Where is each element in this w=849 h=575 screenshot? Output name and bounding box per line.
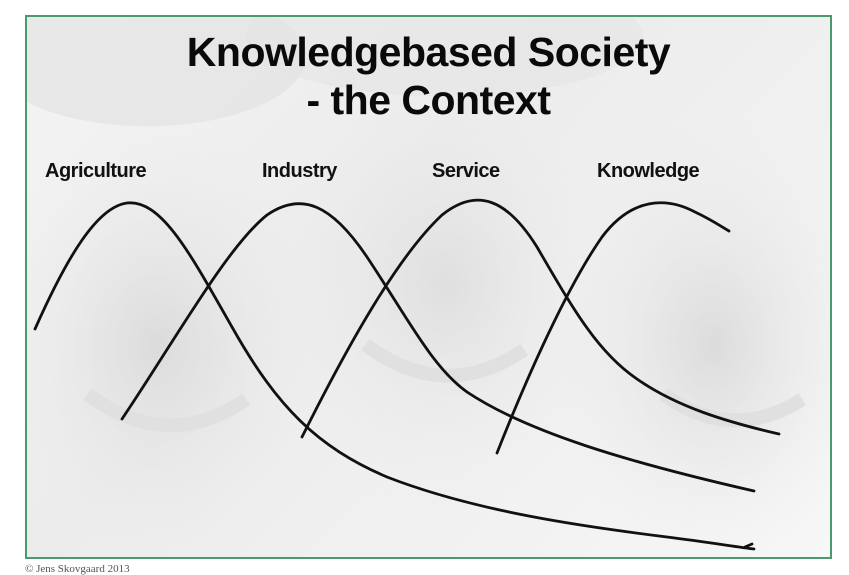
phase-label-service: Service [432, 160, 500, 182]
curve-knowledge [495, 201, 731, 455]
curve-agriculture [33, 201, 756, 551]
hair-shape-left [27, 17, 306, 127]
phase-curves [33, 198, 781, 551]
face-shape-right [544, 116, 830, 557]
faded-photo-background [27, 17, 830, 557]
smile-shape-right [659, 388, 806, 428]
smile-shape-left [83, 388, 251, 433]
curve-service [300, 198, 781, 439]
phase-label-industry: Industry [262, 160, 337, 182]
copyright-text: © Jens Skovgaard 2013 [25, 563, 130, 575]
slide-title-line-2: - the Context [306, 77, 551, 123]
smile-shape-center [361, 338, 529, 383]
hair-shape-center [246, 17, 644, 97]
phase-label-agriculture: Agriculture [45, 160, 147, 182]
curve-industry [120, 202, 756, 493]
slide-frame: Knowledgebased Society - the Context Agr… [25, 15, 832, 559]
phase-label-knowledge: Knowledge [597, 160, 700, 182]
slide-title-line-1: Knowledgebased Society [186, 29, 671, 75]
face-shape-center [256, 46, 634, 524]
curve-agriculture-end-hook [743, 542, 754, 549]
